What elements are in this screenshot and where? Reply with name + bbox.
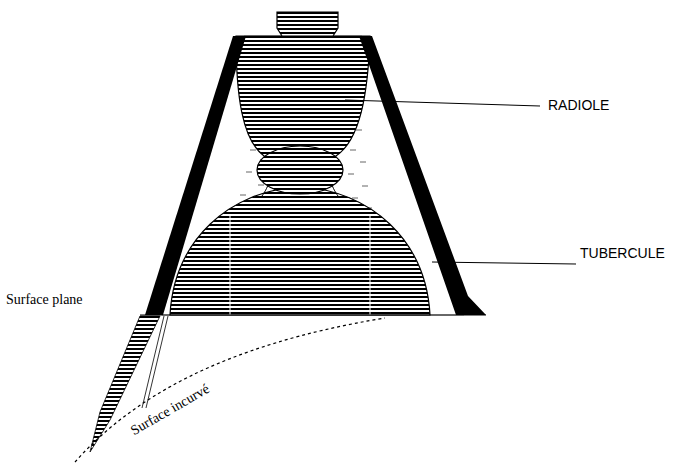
surface-label: Surface plane (6, 292, 83, 307)
surface-label: Surface incurvé (128, 381, 212, 438)
wall-left (145, 36, 246, 315)
spine-body (236, 36, 370, 160)
lower-wall-line (142, 316, 164, 408)
part-label: TUBERCULE (580, 246, 665, 261)
lower-wall (90, 316, 160, 452)
mamelon (257, 146, 343, 194)
surface-plane-line (140, 314, 486, 315)
leader-line (432, 262, 576, 264)
dome-line (370, 215, 371, 315)
part-label: RADIOLE (548, 98, 609, 113)
dome-line (230, 215, 231, 315)
leader-line (345, 100, 540, 106)
curved-surface (75, 318, 385, 462)
tubercle-dome (170, 187, 430, 315)
spine-top (277, 12, 338, 36)
wall-right (359, 36, 486, 315)
lower-wall-line (146, 316, 168, 408)
